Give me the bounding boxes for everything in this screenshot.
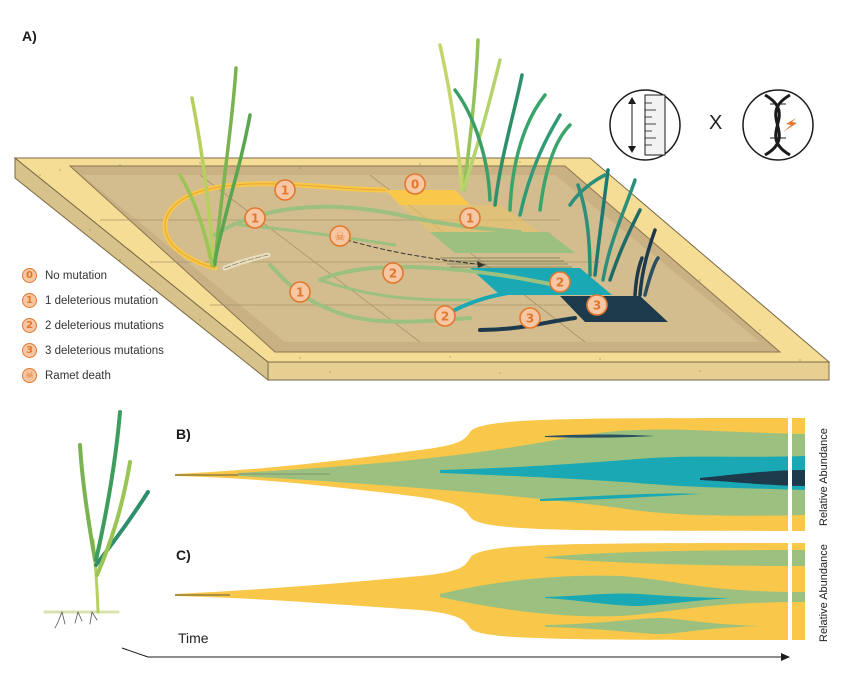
panel-label-a: A) xyxy=(22,28,37,44)
badge-one-mutation: 1 xyxy=(289,281,311,303)
svg-text:0: 0 xyxy=(411,178,419,192)
badge-three-mutations: 3 xyxy=(586,294,608,316)
plant-illustration xyxy=(43,410,150,629)
badge-one-mutation: 1 xyxy=(244,207,266,229)
svg-text:1: 1 xyxy=(296,286,304,300)
panel-label-c: C) xyxy=(176,547,191,563)
multiply-sign: X xyxy=(709,112,723,134)
svg-text:☠: ☠ xyxy=(335,230,346,244)
time-axis-label: Time xyxy=(178,630,209,646)
badge-one-mutation: 1 xyxy=(459,207,481,229)
legend-item: 2 2 deleterious mutations xyxy=(22,313,164,338)
panel-label-b: B) xyxy=(176,426,191,442)
time-arrow xyxy=(121,647,790,661)
skull-icon: ☠ xyxy=(22,368,37,383)
badge-icon: 2 xyxy=(22,318,37,333)
ruler-icon xyxy=(609,89,681,161)
svg-text:1: 1 xyxy=(251,212,259,226)
svg-text:1: 1 xyxy=(281,184,289,198)
legend-label: Ramet death xyxy=(45,369,111,382)
badge-three-mutations: 3 xyxy=(519,307,541,329)
svg-text:2: 2 xyxy=(389,267,397,281)
legend-item: 3 3 deleterious mutations xyxy=(22,338,164,363)
skull-icon: ☠ xyxy=(329,225,351,247)
badge-no-mutation: 0 xyxy=(404,173,426,195)
legend-item: ☠ Ramet death xyxy=(22,363,164,388)
soil-badges: 0 1 1 1 1 2 2 2 3 3 ☠ xyxy=(244,173,608,329)
badge-two-mutations: 2 xyxy=(434,305,456,327)
badge-icon: 1 xyxy=(22,293,37,308)
legend-label: 3 deleterious mutations xyxy=(45,344,164,357)
badge-icon: 0 xyxy=(22,268,37,283)
badge-icon: 3 xyxy=(22,343,37,358)
svg-text:3: 3 xyxy=(593,299,601,313)
abundance-plot-b xyxy=(175,418,805,531)
svg-text:3: 3 xyxy=(526,312,534,326)
legend-label: 2 deleterious mutations xyxy=(45,319,164,332)
legend-label: No mutation xyxy=(45,269,108,282)
legend-label: 1 deleterious mutation xyxy=(45,294,159,307)
dna-mutation-icon xyxy=(742,89,814,161)
abundance-plot-c xyxy=(175,543,805,640)
badge-two-mutations: 2 xyxy=(549,271,571,293)
badge-two-mutations: 2 xyxy=(382,262,404,284)
grass-plants xyxy=(178,38,660,297)
legend: 0 No mutation 1 1 deleterious mutation 2… xyxy=(22,263,164,388)
svg-text:2: 2 xyxy=(441,310,449,324)
legend-item: 1 1 deleterious mutation xyxy=(22,288,164,313)
legend-item: 0 No mutation xyxy=(22,263,164,288)
svg-text:2: 2 xyxy=(556,276,564,290)
badge-one-mutation: 1 xyxy=(274,179,296,201)
svg-text:1: 1 xyxy=(466,212,474,226)
relative-abundance-label-c: Relative Abundance xyxy=(818,544,830,642)
relative-abundance-label-b: Relative Abundance xyxy=(818,428,830,526)
